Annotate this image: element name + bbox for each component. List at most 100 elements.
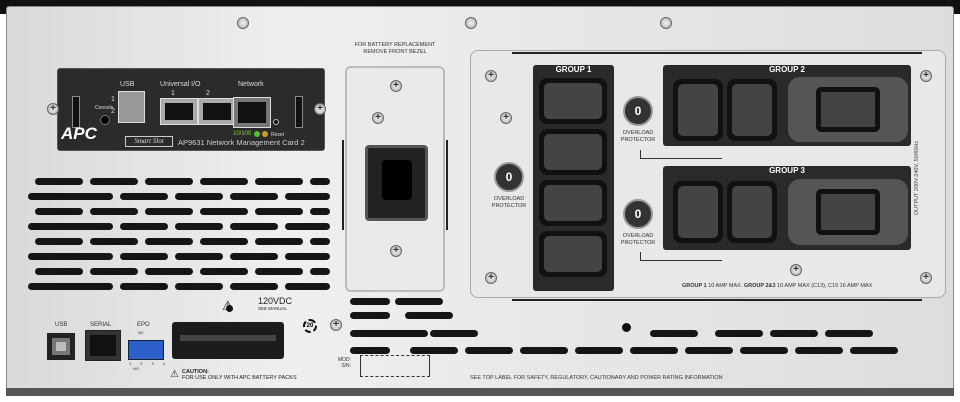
vent-slot: [650, 330, 698, 337]
mod-sn-label: MOD:S/N:: [338, 357, 352, 369]
outlet-group-1: GROUP 1: [533, 65, 614, 291]
c13-outlet[interactable]: [539, 180, 607, 226]
vent-slot: [120, 283, 168, 290]
epo-nc-label: NC: [138, 330, 144, 335]
overload-label: OVERLOAD PROTECTOR: [620, 233, 656, 246]
outlet-group-3: GROUP 3: [663, 166, 911, 250]
vent-slot: [175, 223, 223, 230]
network-management-card: USB 1 2 Console Universal I/O 1 2 Networ…: [57, 68, 325, 151]
universal-io-port-2[interactable]: [198, 98, 236, 125]
group-2-label: GROUP 2: [769, 65, 805, 74]
c13-outlet[interactable]: [727, 79, 777, 141]
screw-icon: +: [314, 103, 326, 115]
screw-icon: +: [330, 319, 342, 331]
link-led-icon: [262, 131, 268, 137]
c19-outlet[interactable]: [788, 179, 908, 245]
vent-slot: [285, 193, 330, 200]
usb-a-ports[interactable]: [118, 91, 145, 123]
usb-b-port[interactable]: [47, 333, 75, 360]
network-port[interactable]: [233, 97, 271, 128]
c13-outlet[interactable]: [673, 181, 723, 243]
footer-notice: SEE TOP LABEL FOR SAFETY, REGULATORY, CA…: [470, 375, 723, 381]
vent-slot: [175, 193, 223, 200]
vent-slot: [630, 347, 678, 354]
reset-button[interactable]: [273, 119, 279, 125]
status-led-icon: [254, 131, 260, 137]
group-3-label: GROUP 3: [769, 166, 805, 175]
vent-slot: [120, 253, 168, 260]
screw-icon: [660, 17, 672, 29]
overload-protector-group-3[interactable]: 0: [623, 199, 653, 229]
screw-icon: +: [920, 70, 932, 82]
c13-outlet[interactable]: [539, 231, 607, 277]
vent-slot: [740, 347, 788, 354]
vent-slot: [35, 208, 83, 215]
usb-port-number: 1: [111, 96, 115, 103]
vent-slot: [715, 330, 763, 337]
vent-slot: [28, 283, 76, 290]
vent-slot: [285, 283, 330, 290]
vent-slot: [350, 298, 390, 305]
vent-slot: [200, 238, 248, 245]
screw-icon: +: [920, 272, 932, 284]
epo-terminal[interactable]: [128, 340, 164, 360]
vent-slot: [175, 253, 223, 260]
vent-slot: [90, 178, 138, 185]
vent-slot: [850, 347, 898, 354]
caution-icon: ⚠: [170, 369, 179, 380]
vent-slot: [520, 347, 568, 354]
battery-connector[interactable]: [172, 322, 284, 359]
vent-slot: [90, 208, 138, 215]
panel-bracket: [512, 52, 922, 54]
vent-slot: [200, 268, 248, 275]
c13-outlet[interactable]: [539, 129, 607, 175]
outlet-group-2: GROUP 2: [663, 65, 911, 146]
vent-slot: [350, 330, 390, 337]
vent-slot: [230, 283, 278, 290]
c13-outlet[interactable]: [727, 181, 777, 243]
c19-outlet[interactable]: [788, 77, 908, 142]
vent-slot: [795, 347, 843, 354]
serial-port[interactable]: [85, 330, 121, 361]
vent-slot: [310, 268, 330, 275]
vent-slot: [410, 347, 458, 354]
vent-slot: [825, 330, 873, 337]
universal-io-label: Universal I/O: [160, 81, 201, 88]
apc-logo: APC: [61, 124, 97, 143]
vent-slot: [28, 253, 76, 260]
vent-slot: [770, 330, 818, 337]
connector-line: [640, 260, 722, 261]
output-rating-text: GROUP 1 10 AMP MAX. GROUP 2&3 10 AMP MAX…: [682, 283, 873, 289]
vent-slot: [285, 223, 330, 230]
panel-bracket: [512, 299, 922, 301]
card-latch-right[interactable]: [295, 96, 303, 128]
vent-slot: [230, 193, 278, 200]
connector-line: [640, 252, 641, 261]
vent-slot: [35, 238, 83, 245]
vent-slot: [175, 283, 223, 290]
c13-outlet[interactable]: [673, 79, 723, 141]
plate-bracket: [446, 140, 448, 230]
overload-protector-group-1[interactable]: 0: [494, 162, 524, 192]
epo-no-label: NO: [133, 366, 139, 371]
uio-port-number: 1: [171, 90, 175, 97]
vent-slot: [65, 223, 113, 230]
vent-slot: [145, 268, 193, 275]
overload-label: OVERLOAD PROTECTOR: [620, 130, 656, 143]
overload-protector-group-2[interactable]: 0: [623, 96, 653, 126]
universal-io-port-1[interactable]: [160, 98, 198, 125]
c20-power-inlet[interactable]: [365, 145, 428, 221]
vent-slot: [575, 347, 623, 354]
vent-slot: [145, 178, 193, 185]
uio-port-number: 2: [206, 90, 210, 97]
console-port[interactable]: [100, 115, 110, 125]
plate-bracket: [342, 140, 344, 230]
card-latch-left[interactable]: [72, 96, 80, 128]
c13-outlet[interactable]: [539, 78, 607, 124]
vent-slot: [28, 193, 76, 200]
vent-slot: [350, 312, 390, 319]
vent-slot: [465, 347, 513, 354]
vent-slot: [310, 178, 330, 185]
